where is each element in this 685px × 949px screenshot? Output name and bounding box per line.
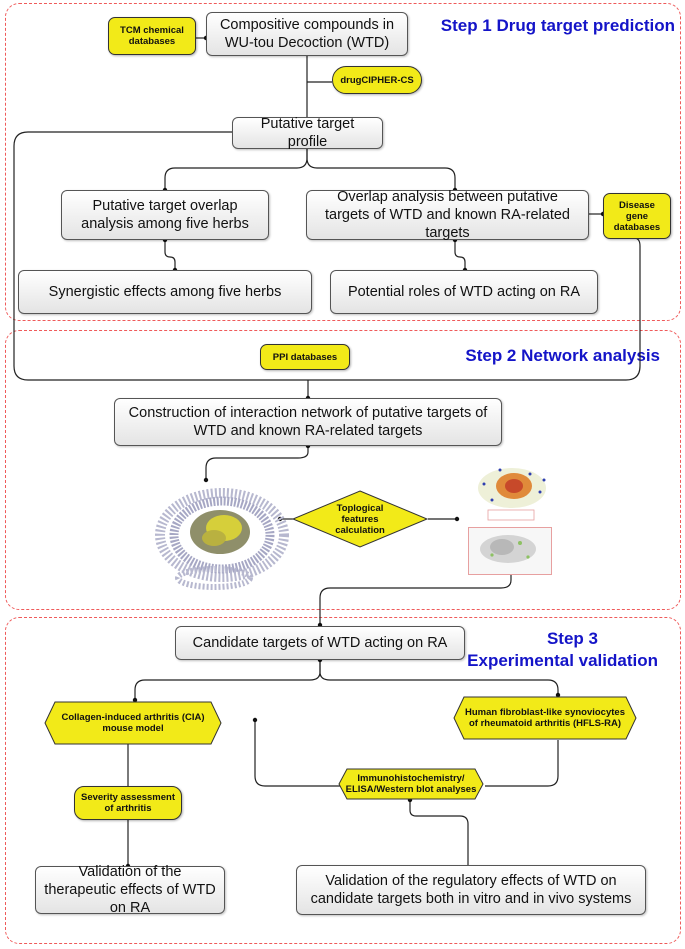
construction-network-box: Construction of interaction network of p… [114,398,502,446]
step2-title: Step 2 Network analysis [465,346,660,365]
tcm-chemical-databases: TCM chemical databases [108,17,196,55]
disease-gene-databases: Disease gene databases [603,193,671,239]
candidate-targets-box: Candidate targets of WTD acting on RA [175,626,465,660]
overlap-ra-box: Overlap analysis between putative target… [306,189,589,241]
step3-section [5,617,681,944]
hfls-ra-label: Human fibroblast-like synoviocytes of rh… [465,707,625,729]
step1-title: Step 1 Drug target prediction [440,16,675,35]
ppi-databases: PPI databases [260,344,350,370]
validation-therapeutic-box: Validation of the therapeutic effects of… [35,864,225,916]
potential-roles-box: Potential roles of WTD acting on RA [330,270,598,314]
topological-diamond [291,490,429,548]
overlap-herbs-box: Putative target overlap analysis among f… [61,190,269,240]
network-image-right-top [470,462,554,524]
hfls-diamond [453,696,637,740]
putative-target-profile-box: Putative target profile [232,116,383,150]
step2-section [5,330,681,610]
drugcipher-cs: drugCIPHER-CS [332,66,422,94]
cia-diamond [44,701,222,745]
network-image-right-bottom [468,527,552,575]
immuno-diamond [338,768,484,800]
immuno-label: Immunohistochemistry/ ELISA/Western blot… [345,773,477,795]
cia-model-label: Collagen-induced arthritis (CIA) mouse m… [61,712,205,734]
topological-features-label: Toplogical features calculation [335,502,385,536]
step1-section [5,3,681,321]
compositive-compounds-box: Compositive compounds in WU-tou Decoctio… [206,12,408,56]
step3-title-line2: Experimental validation [467,651,658,670]
synergistic-effects-box: Synergistic effects among five herbs [18,270,312,314]
severity-assessment: Severity assessment of arthritis [74,786,182,820]
network-image-left [155,488,289,590]
validation-regulatory-box: Validation of the regulatory effects of … [296,865,646,915]
step3-title-line1: Step 3 [546,629,598,648]
